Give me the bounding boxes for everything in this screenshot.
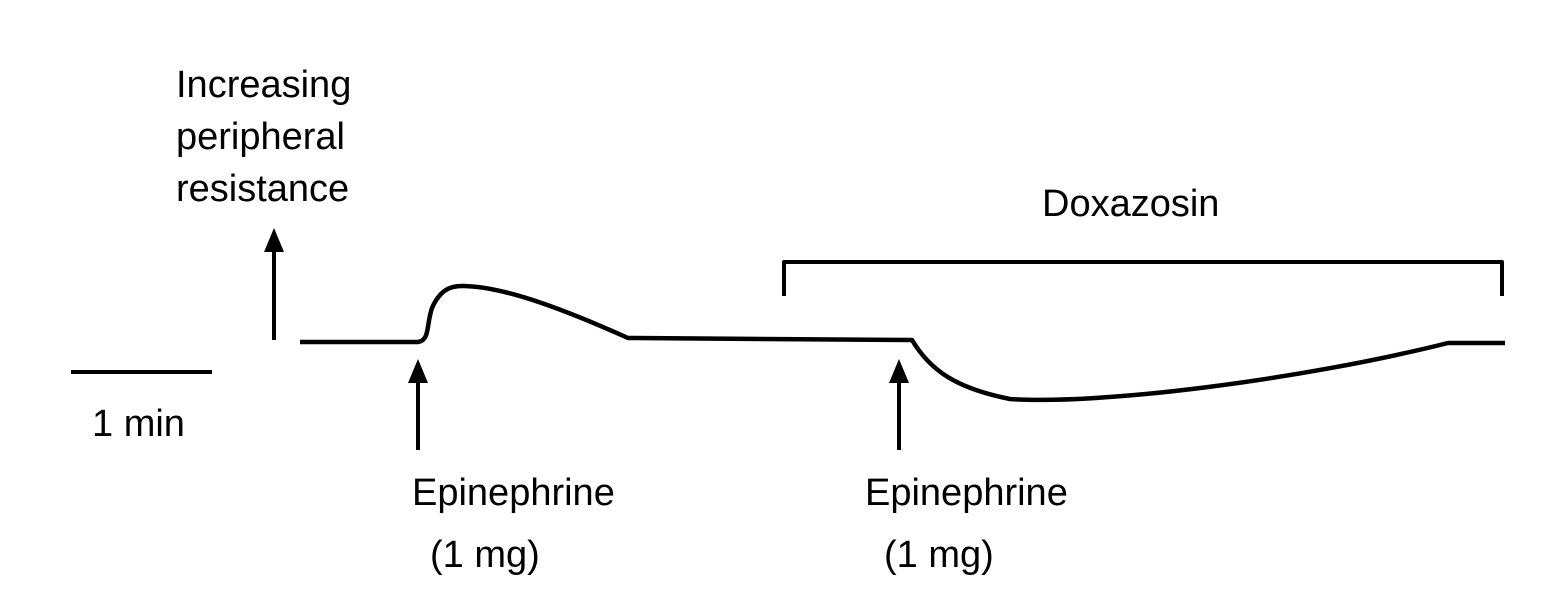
- y-axis-label-line-2: peripheral: [176, 116, 345, 158]
- first-injection-drug: Epinephrine: [412, 472, 615, 514]
- first-injection-arrow: [408, 359, 428, 450]
- doxazosin-bracket: [782, 260, 1504, 296]
- resistance-trace: [300, 283, 1505, 403]
- arrow-up-icon: [264, 228, 284, 340]
- second-injection-drug: Epinephrine: [865, 472, 1068, 514]
- y-axis-label-line-1: Increasing: [176, 64, 351, 106]
- y-axis-label-line-3: resistance: [176, 168, 349, 210]
- second-injection-arrow: [889, 359, 909, 450]
- first-injection-dose: (1 mg): [430, 534, 540, 576]
- scale-bar-label: 1 min: [92, 403, 185, 445]
- second-injection-dose: (1 mg): [884, 534, 994, 576]
- doxazosin-label: Doxazosin: [1042, 183, 1219, 225]
